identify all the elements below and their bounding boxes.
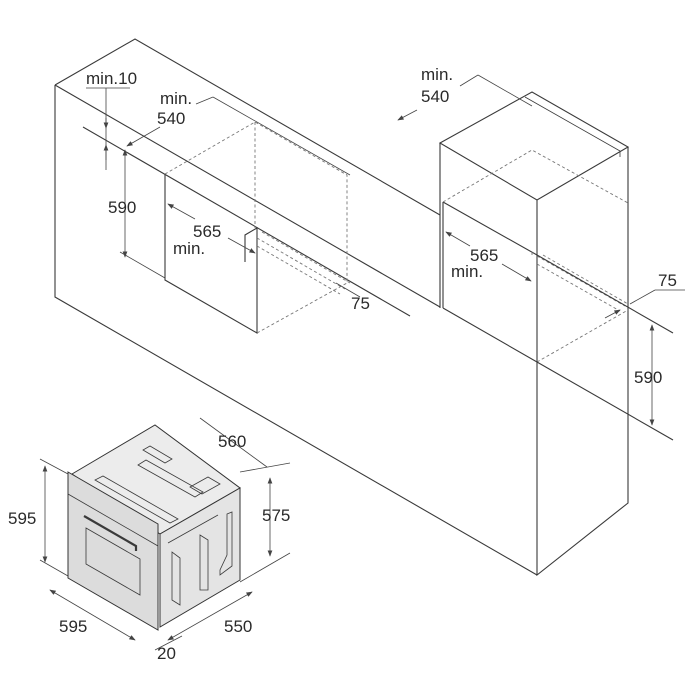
label-vent-gap: 75 <box>658 271 677 290</box>
tall-column-cabinet <box>438 91 674 577</box>
dim-75-leader <box>629 289 685 305</box>
extension-line <box>536 361 674 441</box>
dim-550-line <box>167 591 253 641</box>
label-oven-595-height: 595 <box>8 509 36 528</box>
dim-540-line <box>127 96 214 146</box>
oven-window <box>85 527 141 596</box>
label-niche-width-min: min. <box>173 239 205 258</box>
cabinet-top-back-edge <box>54 38 441 216</box>
dim-595-width-line <box>49 589 136 641</box>
oven-dimensions: 560 595 575 595 550 20 <box>8 417 291 663</box>
countertop-underside-edge <box>82 126 411 317</box>
label-oven-550: 550 <box>224 617 252 636</box>
label-vent-gap: 75 <box>351 294 370 313</box>
dim-min10-leader <box>86 87 130 170</box>
label-oven-575: 575 <box>262 506 290 525</box>
column-top-rim <box>524 96 621 157</box>
dim-540-extension <box>212 96 351 176</box>
label-depth: 540 <box>421 87 449 106</box>
label-depth-min: min. <box>421 65 453 84</box>
dim-565-line <box>446 232 531 281</box>
dim-20-line <box>154 635 183 651</box>
column-dimensions: min. 540 565 min. 75 590 <box>398 65 685 426</box>
undercounter-cabinet <box>54 38 538 576</box>
oven-top-vents <box>94 445 221 524</box>
dim-extension <box>39 458 69 577</box>
vent-slot-hidden <box>256 231 351 295</box>
control-panel-line <box>67 493 159 547</box>
cabinet-front-bottom-edge <box>54 85 538 576</box>
label-depth-min: min. <box>160 89 192 108</box>
undercounter-dimensions: min.10 min. 540 590 565 min. 75 <box>86 69 370 313</box>
label-oven-20: 20 <box>157 644 176 663</box>
dim-extension <box>239 552 291 583</box>
dim-565-line <box>168 204 255 253</box>
dim-75-leader <box>335 282 361 298</box>
label-oven-560: 560 <box>218 432 246 451</box>
column-top-face <box>438 91 630 201</box>
dim-540-line <box>398 74 479 120</box>
label-niche-height: 590 <box>108 198 136 217</box>
dim-arrow <box>604 309 621 319</box>
column-niche-opening <box>442 201 538 363</box>
label-niche-height: 590 <box>634 368 662 387</box>
extension-line <box>536 254 674 334</box>
label-niche-width-min: min. <box>451 262 483 281</box>
oven-door-handle <box>83 515 138 551</box>
dim-extension <box>239 462 291 473</box>
label-niche-width: 565 <box>193 222 221 241</box>
dim-560-line <box>199 417 268 468</box>
label-oven-595-width: 595 <box>59 617 87 636</box>
label-depth: 540 <box>157 109 185 128</box>
countertop-front-edge <box>54 84 441 308</box>
dim-extension <box>119 251 166 279</box>
label-top-gap: min.10 <box>86 69 137 88</box>
oven-illustration <box>67 424 241 631</box>
niche-hidden-edges <box>164 121 348 334</box>
label-niche-width: 565 <box>470 246 498 265</box>
dim-540-extension <box>477 74 533 107</box>
column-right-face <box>536 147 629 577</box>
